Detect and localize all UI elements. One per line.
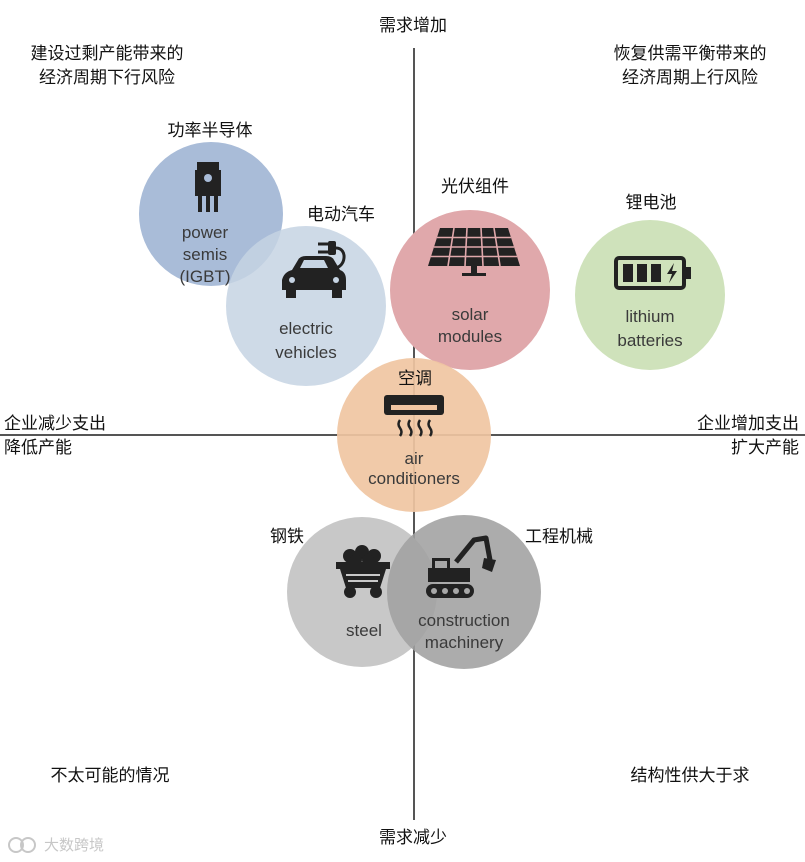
- quadrant-top-right-line-2: 经济周期上行风险: [622, 68, 758, 88]
- air-conditioner-icon: [383, 394, 445, 438]
- electric-car-icon: [278, 238, 350, 302]
- axis-top-label: 需求增加: [379, 16, 447, 36]
- axis-left-label-2: 降低产能: [4, 438, 72, 458]
- power-semis-en-line-2: semis: [182, 245, 228, 264]
- mine-cart-icon: [334, 544, 392, 600]
- excavator-icon: [426, 534, 500, 600]
- quadrant-bottom-right: 结构性供大于求: [630, 766, 750, 786]
- electric-vehicles-en-line-1: electric: [279, 319, 333, 338]
- steel-zh-label: 钢铁: [270, 527, 304, 547]
- quadrant-bottom-left: 不太可能的情况: [50, 766, 170, 786]
- air-conditioners-en-line-1: air: [404, 449, 424, 468]
- power-semis-en-line-1: power: [181, 223, 229, 242]
- axis-bottom-label: 需求减少: [379, 828, 447, 848]
- electric-vehicles-circle: [226, 226, 386, 386]
- axis-left-label-1: 企业减少支出: [4, 414, 106, 434]
- air-conditioners-zh-label: 空调: [398, 369, 432, 389]
- lithium-batteries-en-line-1: lithium: [625, 307, 675, 326]
- air-conditioners-en-line-2: conditioners: [368, 469, 460, 488]
- solar-modules-zh-label: 光伏组件: [441, 177, 509, 197]
- air-conditioners-circle: [337, 358, 491, 512]
- electric-vehicles-zh-label: 电动汽车: [307, 205, 375, 225]
- axis-right-label-2: 扩大产能: [731, 438, 799, 458]
- construction-machinery-en-line-2: machinery: [424, 633, 504, 652]
- solar-modules-en-line-1: solar: [451, 305, 489, 324]
- construction-machinery-en-line-1: construction: [418, 611, 510, 630]
- solar-panel-icon: [428, 228, 520, 278]
- steel-en-label: steel: [346, 621, 382, 640]
- quadrant-top-left-line-2: 经济周期下行风险: [39, 68, 175, 88]
- solar-modules-en-line-2: modules: [437, 327, 503, 346]
- power-semis-zh-label: 功率半导体: [167, 121, 253, 141]
- lithium-batteries-circle: [575, 220, 725, 370]
- quadrant-top-left-line-1: 建设过剩产能带来的: [30, 44, 184, 64]
- axis-right-label-1: 企业增加支出: [697, 414, 799, 434]
- watermark-logo-icon: [6, 835, 40, 855]
- quadrant-top-right-line-1: 恢复供需平衡带来的: [613, 44, 767, 64]
- lithium-batteries-zh-label: 锂电池: [625, 193, 677, 213]
- watermark-text: 大数跨境: [44, 836, 105, 854]
- power-semiconductor-icon: [193, 162, 223, 214]
- battery-icon: [614, 256, 694, 290]
- electric-vehicles-en-line-2: vehicles: [275, 343, 337, 362]
- power-semis-en-line-3: (IGBT): [179, 267, 231, 286]
- construction-machinery-zh-label: 工程机械: [525, 527, 593, 547]
- watermark: 大数跨境: [6, 834, 104, 855]
- lithium-batteries-en-line-2: batteries: [617, 331, 683, 350]
